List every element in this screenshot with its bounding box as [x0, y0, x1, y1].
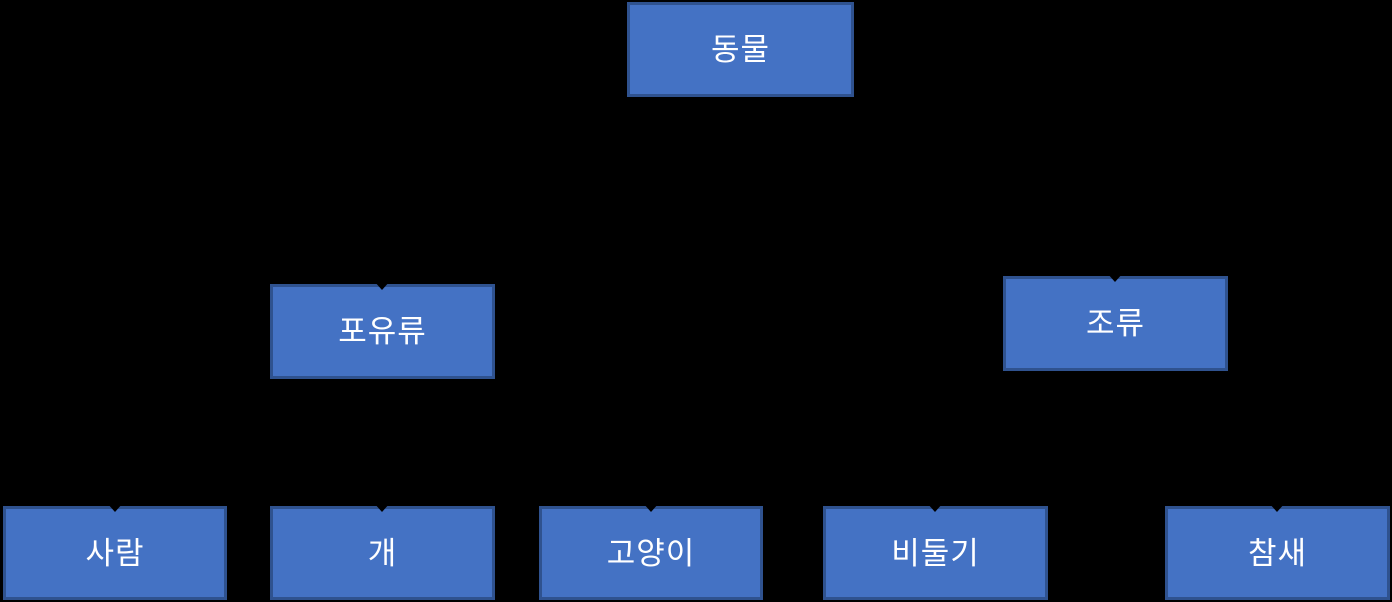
- node-mammal: 포유류: [270, 284, 495, 379]
- connector-animal-mammal: [381, 97, 741, 287]
- node-label: 포유류: [338, 314, 427, 349]
- connector-mammal-human: [114, 379, 383, 509]
- node-dog: 개: [270, 506, 495, 600]
- node-label: 동물: [710, 32, 771, 67]
- node-human: 사람: [3, 506, 227, 600]
- node-cat: 고양이: [539, 506, 763, 600]
- node-label: 사람: [85, 535, 145, 571]
- node-label: 참새: [1247, 535, 1308, 571]
- connector-mammal-cat: [381, 379, 652, 509]
- connector-bird-sparrow: [1114, 371, 1278, 509]
- node-pigeon: 비둘기: [823, 506, 1048, 600]
- node-bird: 조류: [1003, 276, 1228, 371]
- node-label: 비둘기: [891, 535, 980, 571]
- node-label: 개: [367, 535, 398, 571]
- connector-animal-bird: [739, 97, 1116, 279]
- node-sparrow: 참새: [1165, 506, 1390, 600]
- node-label: 고양이: [606, 535, 696, 571]
- connector-bird-pigeon: [934, 371, 1116, 509]
- node-animal: 동물: [627, 2, 854, 97]
- node-label: 조류: [1085, 306, 1146, 341]
